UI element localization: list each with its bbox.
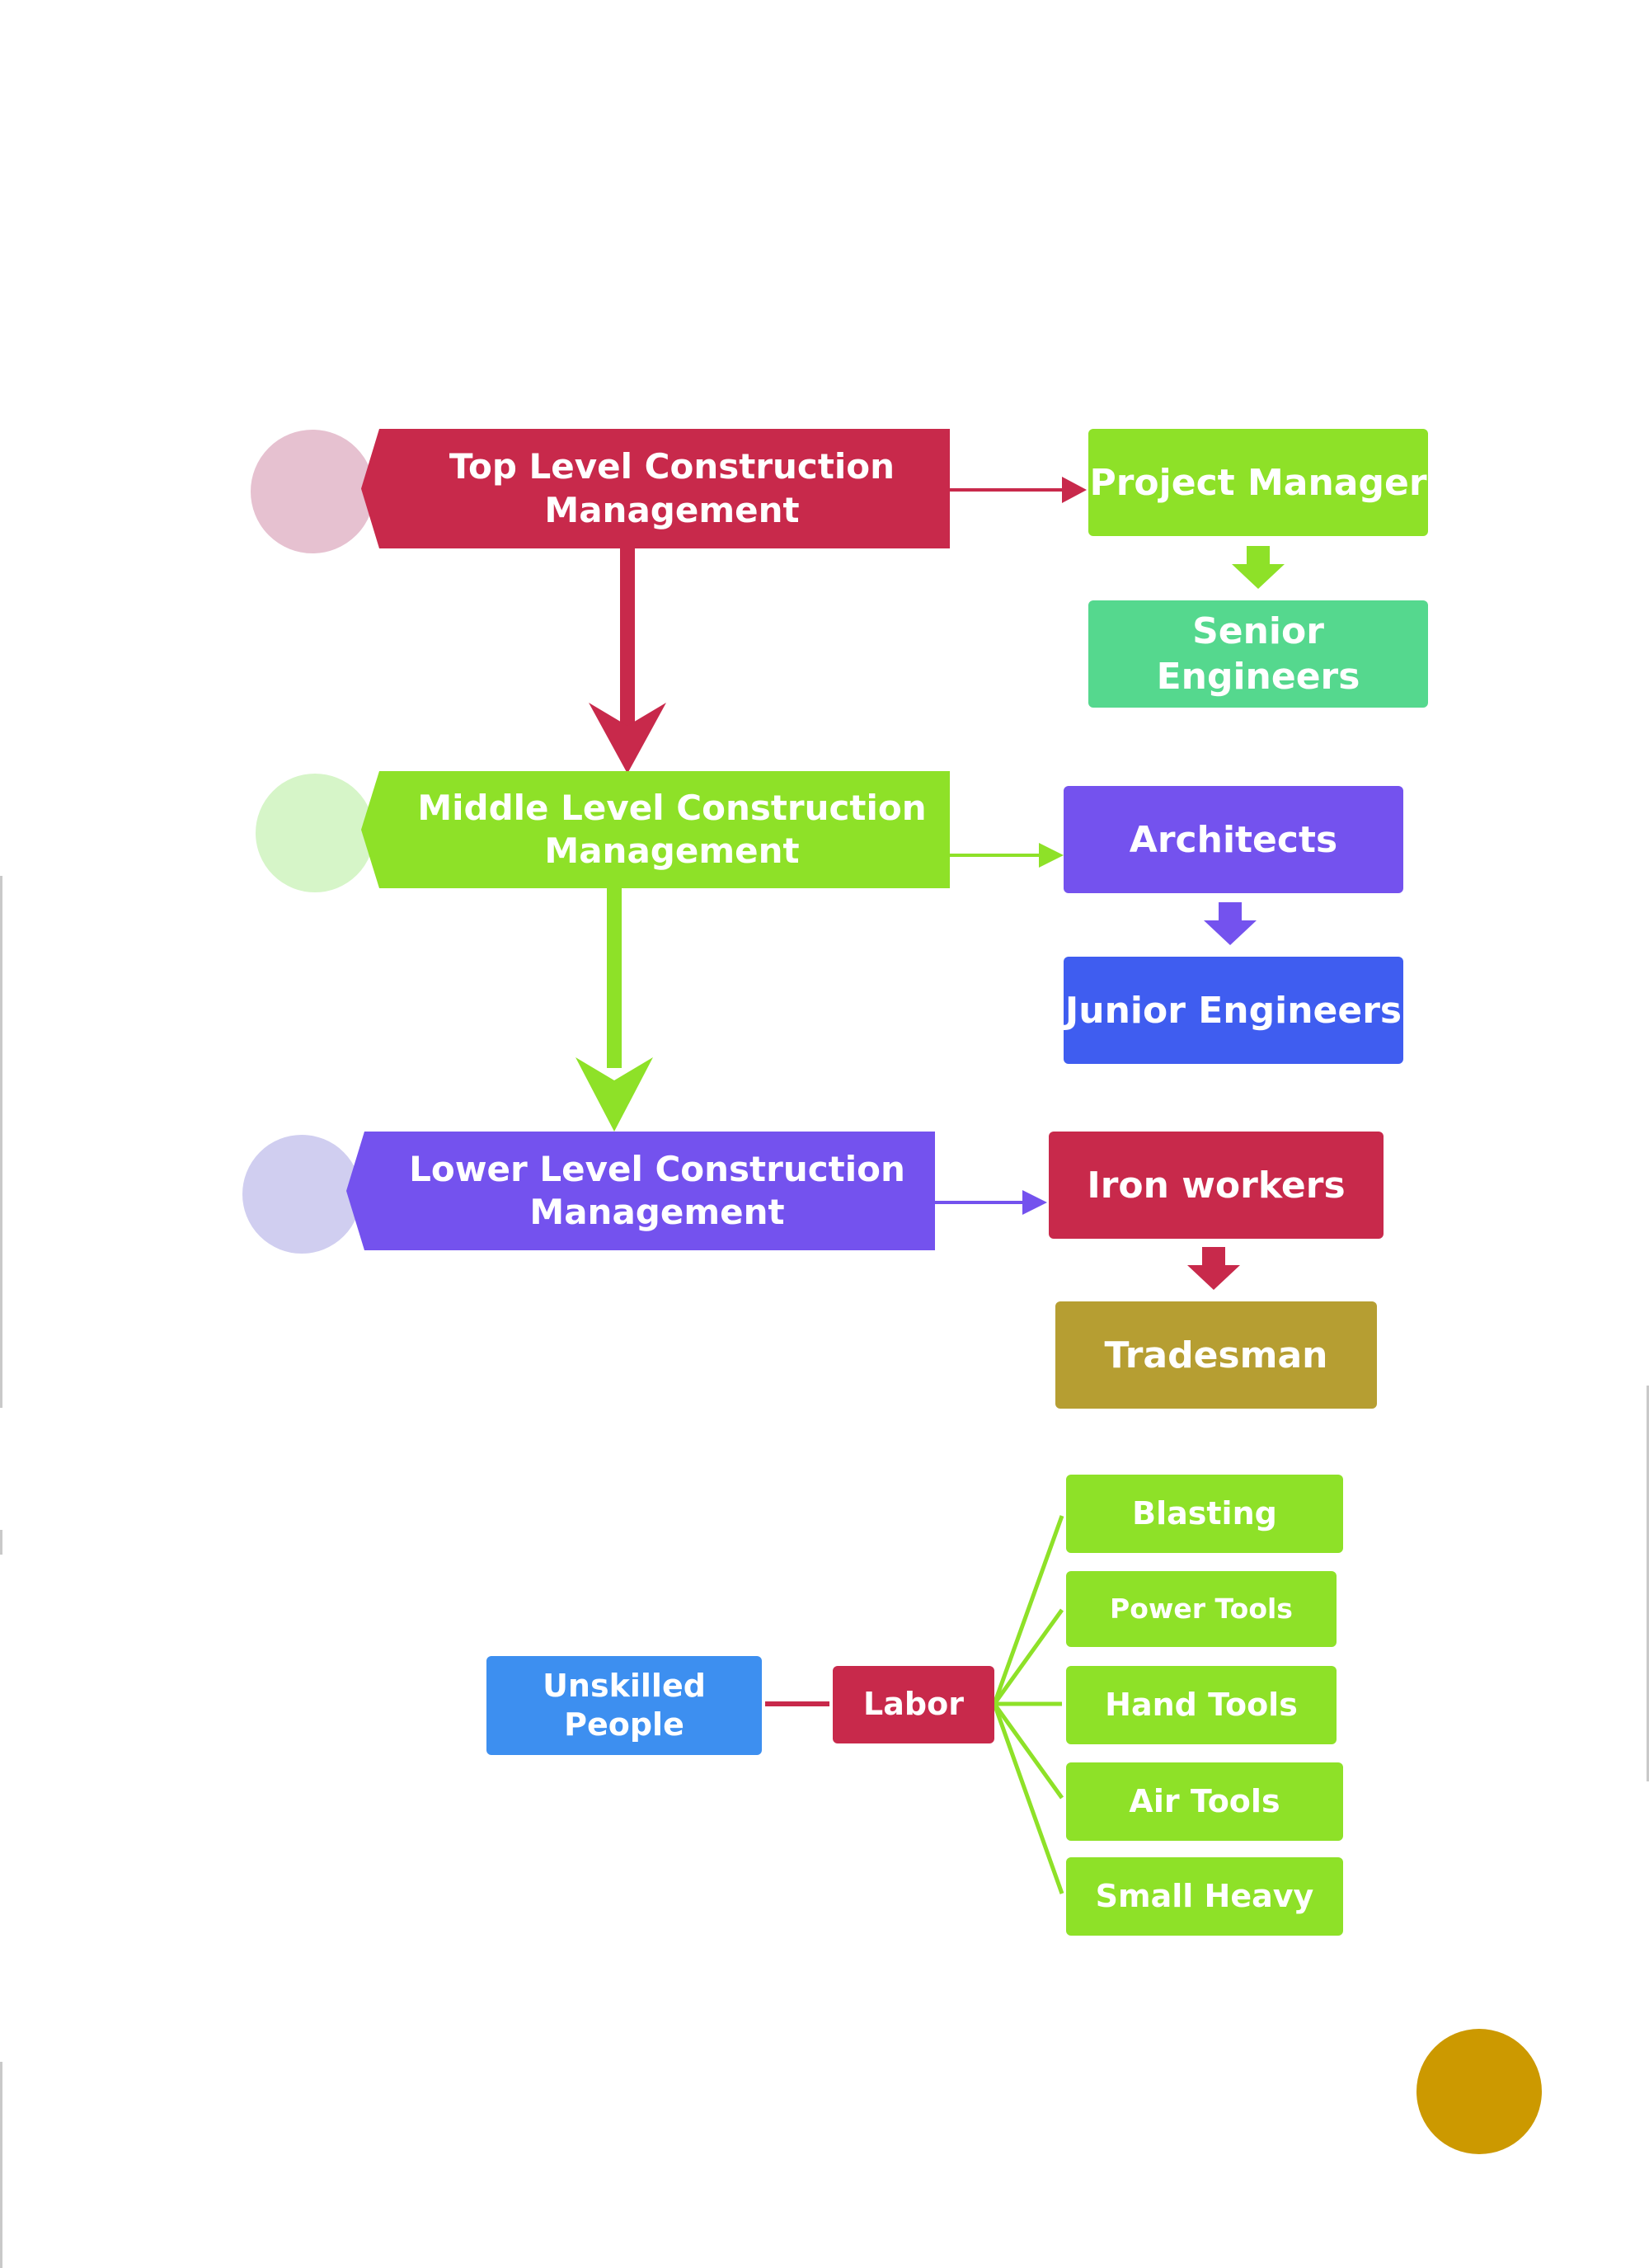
right-edge-line [1647,1386,1649,1781]
top-to-middle-arrow [589,544,666,774]
unskilled-people-box: Unskilled People [486,1656,762,1755]
middle-to-architects-arrow [950,843,1064,868]
tool-box-small-heavy: Small Heavy [1066,1857,1343,1936]
tool-box-power-tools: Power Tools [1066,1571,1337,1647]
middle-level-badge [251,769,379,897]
architects-box: Architects [1064,786,1403,893]
left-edge-line-bottom [0,2062,2,2268]
tool-box-hand-tools: Hand Tools [1066,1666,1337,1744]
tradesman-box: Tradesman [1055,1301,1377,1409]
top-level-management: Top Level Construction Management [361,429,950,548]
left-edge-line-lower [0,1530,2,1555]
lower-level-management: Lower Level Construction Management [346,1132,935,1250]
junior-engineers-box: Junior Engineers [1064,957,1403,1064]
labor-box: Labor [833,1666,994,1743]
middle-to-lower-arrow [576,887,653,1132]
iron-workers-box: Iron workers [1049,1132,1384,1239]
tool-box-air-tools: Air Tools [1066,1762,1343,1841]
top-to-project-manager-arrow [950,477,1087,503]
senior-engineers-box: Senior Engineers [1088,600,1428,708]
top-level-badge [246,425,379,558]
architects-to-junior-engineers-arrow [1204,902,1257,945]
project-manager-to-senior-engineers-arrow [1232,546,1285,589]
labor-to-tools-connectors [992,1515,1064,1894]
lower-level-badge [237,1130,366,1259]
middle-level-management: Middle Level Construction Management [361,771,950,888]
project-manager-box: Project Manager [1088,429,1428,536]
left-edge-line [0,876,2,1408]
lower-to-iron-workers-arrow [935,1190,1047,1215]
tool-box-blasting: Blasting [1066,1475,1343,1553]
decorative-gold-circle [1416,2029,1542,2154]
iron-workers-to-tradesman-arrow [1187,1247,1240,1290]
